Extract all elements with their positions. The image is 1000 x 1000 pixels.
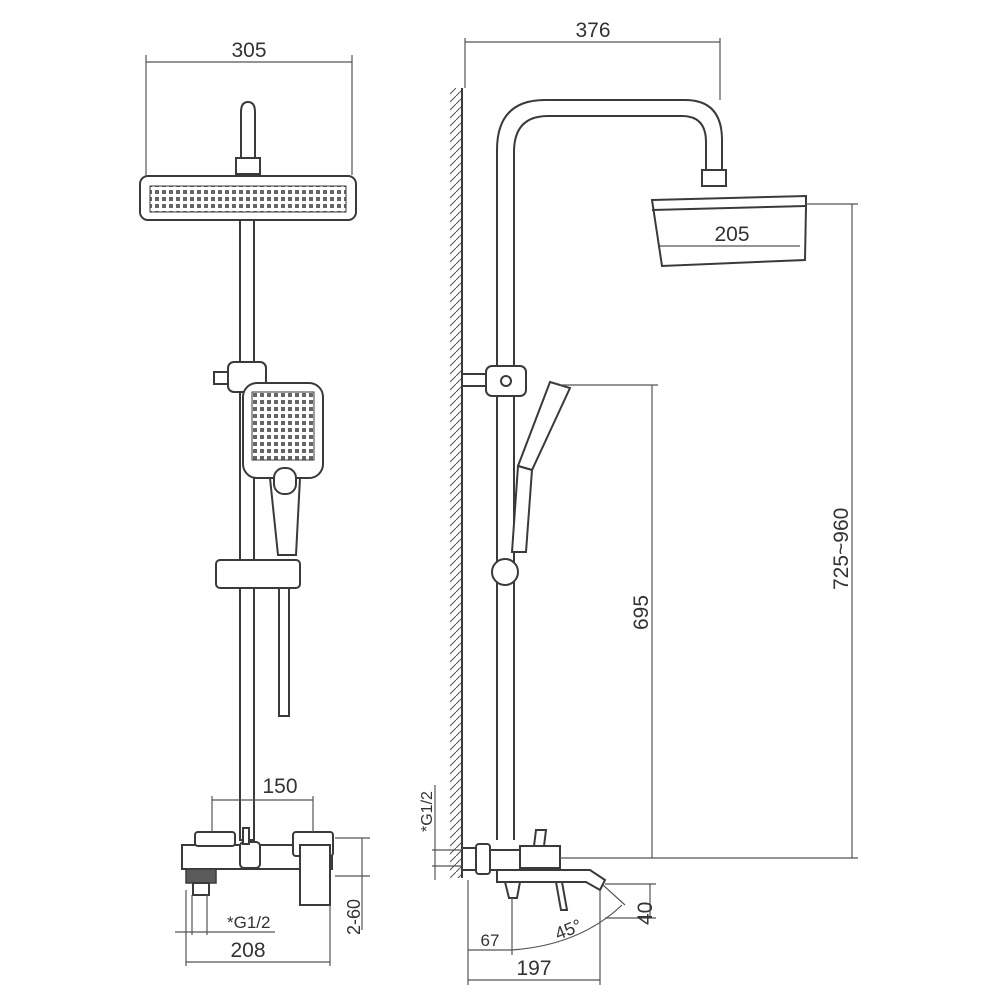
angle-arc	[511, 904, 623, 951]
left-cover	[194, 831, 236, 847]
dim-head-depth: 205	[714, 223, 749, 246]
valve-body	[519, 845, 561, 869]
wall-hatching	[450, 88, 462, 878]
dim-head-width: 305	[231, 39, 266, 62]
mode-button	[273, 467, 297, 495]
hose	[278, 587, 290, 717]
riser-rail	[239, 219, 255, 841]
hand-shower-nozzles	[251, 391, 315, 461]
diverter-lever	[554, 881, 569, 911]
bracket-screw	[213, 371, 229, 385]
dim-arm-reach: 376	[575, 19, 610, 42]
shower-outlet	[503, 881, 522, 899]
outlet-nut	[185, 868, 217, 884]
mixer-lever	[299, 844, 331, 906]
rain-shower-head-side	[650, 194, 807, 268]
front-view: 305 150 *G1/2 208 2-60	[139, 39, 370, 966]
hand-shower-handle-side	[510, 464, 534, 553]
connector-pin	[242, 827, 250, 845]
hand-shower-side	[516, 380, 572, 472]
dim-spout-drop: 40	[634, 902, 657, 925]
wall-flange	[461, 847, 477, 871]
riser-arm	[496, 99, 723, 840]
bracket-arm	[461, 373, 487, 387]
dim-spout-reach: 197	[516, 957, 551, 980]
dim-spout-angle: 45°	[552, 915, 585, 944]
dim-head-height-range: 725~960	[830, 508, 853, 590]
dim-mixer-centers: 150	[262, 775, 297, 798]
mixer-body-side	[489, 849, 521, 871]
side-view: 376 205 725~960 695 *G1/2 40 45° 67 197	[419, 19, 858, 985]
front-inlet-thread: *G1/2	[227, 913, 270, 932]
outlet-thread	[192, 882, 210, 896]
dim-mixer-width: 208	[230, 939, 265, 962]
slide-holder	[215, 559, 301, 589]
slider-knob	[491, 558, 519, 586]
arm-nut	[701, 169, 727, 187]
dim-spout-offset: 67	[481, 931, 500, 950]
dim-hand-shower-height: 695	[630, 595, 653, 630]
arm-nut	[235, 157, 261, 175]
nozzle-grid	[149, 185, 347, 213]
side-inlet-thread: *G1/2	[419, 791, 436, 832]
lever-side	[532, 829, 548, 847]
shower-arm	[240, 100, 256, 160]
dim-mixer-height: 2-60	[344, 899, 364, 935]
riser-connector	[239, 841, 261, 869]
